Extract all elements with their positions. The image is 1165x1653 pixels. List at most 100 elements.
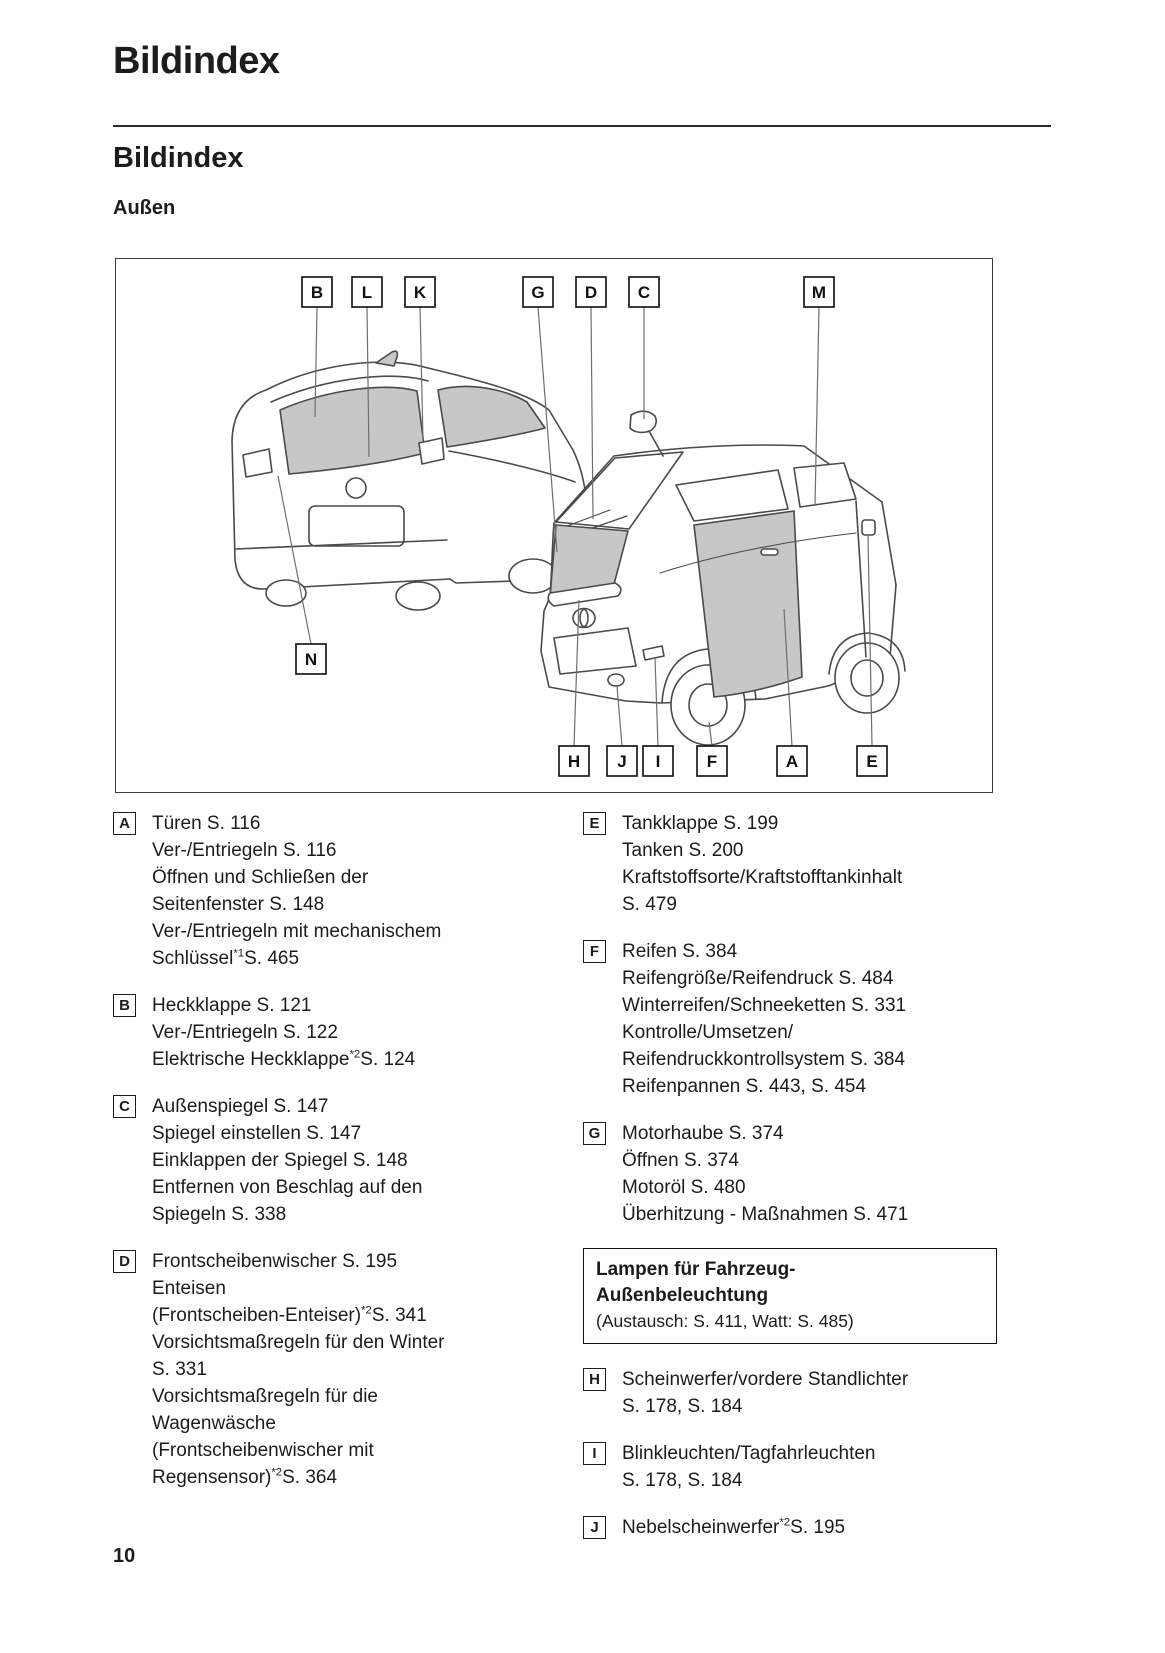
entry-line: Wagenwäsche bbox=[152, 1413, 276, 1434]
rear-car-illustration bbox=[231, 350, 590, 611]
entry-key-I: I bbox=[583, 1442, 606, 1465]
exterior-lights-title-line2: Außenbeleuchtung bbox=[596, 1285, 769, 1306]
callout-line-E bbox=[867, 535, 873, 747]
entry-line: Spiegeln S. 338 bbox=[152, 1204, 287, 1225]
roof-antenna bbox=[375, 350, 399, 367]
entry-key-G: G bbox=[583, 1122, 606, 1145]
callout-box-A bbox=[776, 745, 808, 777]
callout-label-D: D bbox=[585, 283, 597, 302]
entry-line: (Frontscheiben-Enteiser)*2S. 341 bbox=[152, 1304, 427, 1326]
entry-line: Regensensor)*2S. 364 bbox=[152, 1466, 338, 1488]
callout-B: B bbox=[301, 276, 333, 308]
lower-grille bbox=[553, 627, 637, 675]
callout-line-M bbox=[814, 306, 820, 507]
entry-line: Öffnen S. 374 bbox=[622, 1150, 739, 1171]
tailgate-spoiler-line bbox=[270, 375, 429, 403]
rear-bumper-line bbox=[235, 539, 448, 550]
rear-door-seam bbox=[855, 500, 867, 658]
callout-line-F bbox=[708, 721, 713, 747]
entry-line: Nebelscheinwerfer*2S. 195 bbox=[622, 1516, 846, 1538]
license-plate-recess bbox=[308, 505, 405, 547]
entry-line: Reifen S. 384 bbox=[622, 941, 738, 962]
callout-A: A bbox=[776, 745, 808, 777]
windshield bbox=[555, 451, 684, 530]
front-wheel-rim bbox=[688, 683, 728, 727]
entry-line: Außenspiegel S. 147 bbox=[152, 1096, 329, 1117]
callout-F: F bbox=[696, 745, 728, 777]
callout-box-J bbox=[606, 745, 638, 777]
entry-line: Tankklappe S. 199 bbox=[622, 813, 779, 834]
callout-line-G bbox=[537, 306, 558, 553]
callout-box-L bbox=[351, 276, 383, 308]
front-emblem-inner bbox=[579, 608, 589, 628]
callout-D: D bbox=[575, 276, 607, 308]
entry-key-J: J bbox=[583, 1516, 606, 1539]
entry-line: Spiegel einstellen S. 147 bbox=[152, 1123, 362, 1144]
entry-line: Entfernen von Beschlag auf den bbox=[152, 1177, 423, 1198]
exterior-lights-subtitle: (Austausch: S. 411, Watt: S. 485) bbox=[596, 1311, 854, 1331]
callout-box-G bbox=[522, 276, 554, 308]
rear-wheel-rim bbox=[850, 659, 884, 697]
callout-line-H bbox=[573, 599, 580, 747]
exterior-lights-title-line1: Lampen für Fahrzeug- bbox=[596, 1259, 796, 1280]
entry-line: Schlüssel*1S. 465 bbox=[152, 947, 300, 969]
callout-box-K bbox=[404, 276, 436, 308]
callout-label-A: A bbox=[786, 752, 798, 771]
callout-line-N bbox=[277, 475, 312, 645]
rear-emblem bbox=[345, 477, 367, 499]
vehicle-diagram-svg: B L K G D bbox=[231, 276, 906, 777]
callout-J: J bbox=[606, 745, 638, 777]
entry-line: Seitenfenster S. 148 bbox=[152, 894, 325, 915]
entry-line: Türen S. 116 bbox=[152, 813, 261, 834]
callout-H: H bbox=[558, 745, 590, 777]
rear-quarter-window bbox=[437, 385, 546, 448]
side-mirror bbox=[629, 410, 657, 434]
callout-line-I bbox=[654, 657, 659, 747]
entry-text-H: Scheinwerfer/vordere Standlichter S. 178,… bbox=[622, 1366, 1013, 1420]
entry-line: Überhitzung - Maßnahmen S. 471 bbox=[622, 1204, 909, 1225]
entry-line: S. 178, S. 184 bbox=[622, 1396, 743, 1417]
callout-label-M: M bbox=[812, 283, 826, 302]
callout-box-C bbox=[628, 276, 660, 308]
entry-line: Scheinwerfer/vordere Standlichter bbox=[622, 1369, 909, 1390]
side-beltline bbox=[659, 532, 857, 574]
rear-wheel bbox=[834, 642, 900, 714]
entry-line: Öffnen und Schließen der bbox=[152, 867, 369, 888]
callout-box-D bbox=[575, 276, 607, 308]
entry-key-D: D bbox=[113, 1250, 136, 1273]
callout-L: L bbox=[351, 276, 383, 308]
page-number: 10 bbox=[113, 1545, 136, 1567]
callout-G: G bbox=[522, 276, 554, 308]
entry-line: Blinkleuchten/Tagfahrleuchten bbox=[622, 1443, 876, 1464]
entry-line: S. 479 bbox=[622, 894, 677, 915]
callout-label-K: K bbox=[414, 283, 427, 302]
entry-line: Ver-/Entriegeln S. 122 bbox=[152, 1022, 338, 1043]
rear-door-window bbox=[793, 462, 857, 508]
entry-line: Motoröl S. 480 bbox=[622, 1177, 746, 1198]
callout-box-E bbox=[856, 745, 888, 777]
callout-label-C: C bbox=[638, 283, 650, 302]
entry-line: Ver-/Entriegeln S. 116 bbox=[152, 840, 337, 861]
callout-label-L: L bbox=[362, 283, 372, 302]
entry-line: Kontrolle/Umsetzen/ bbox=[622, 1022, 794, 1043]
callout-boxes: B L K G D bbox=[295, 276, 888, 777]
left-taillight bbox=[242, 448, 273, 478]
callout-box-F bbox=[696, 745, 728, 777]
turn-signal bbox=[642, 645, 665, 661]
callout-K: K bbox=[404, 276, 436, 308]
entry-key-F: F bbox=[583, 940, 606, 963]
callout-label-F: F bbox=[707, 752, 717, 771]
rear-wheel-arch bbox=[828, 632, 906, 675]
callout-N: N bbox=[295, 643, 327, 675]
